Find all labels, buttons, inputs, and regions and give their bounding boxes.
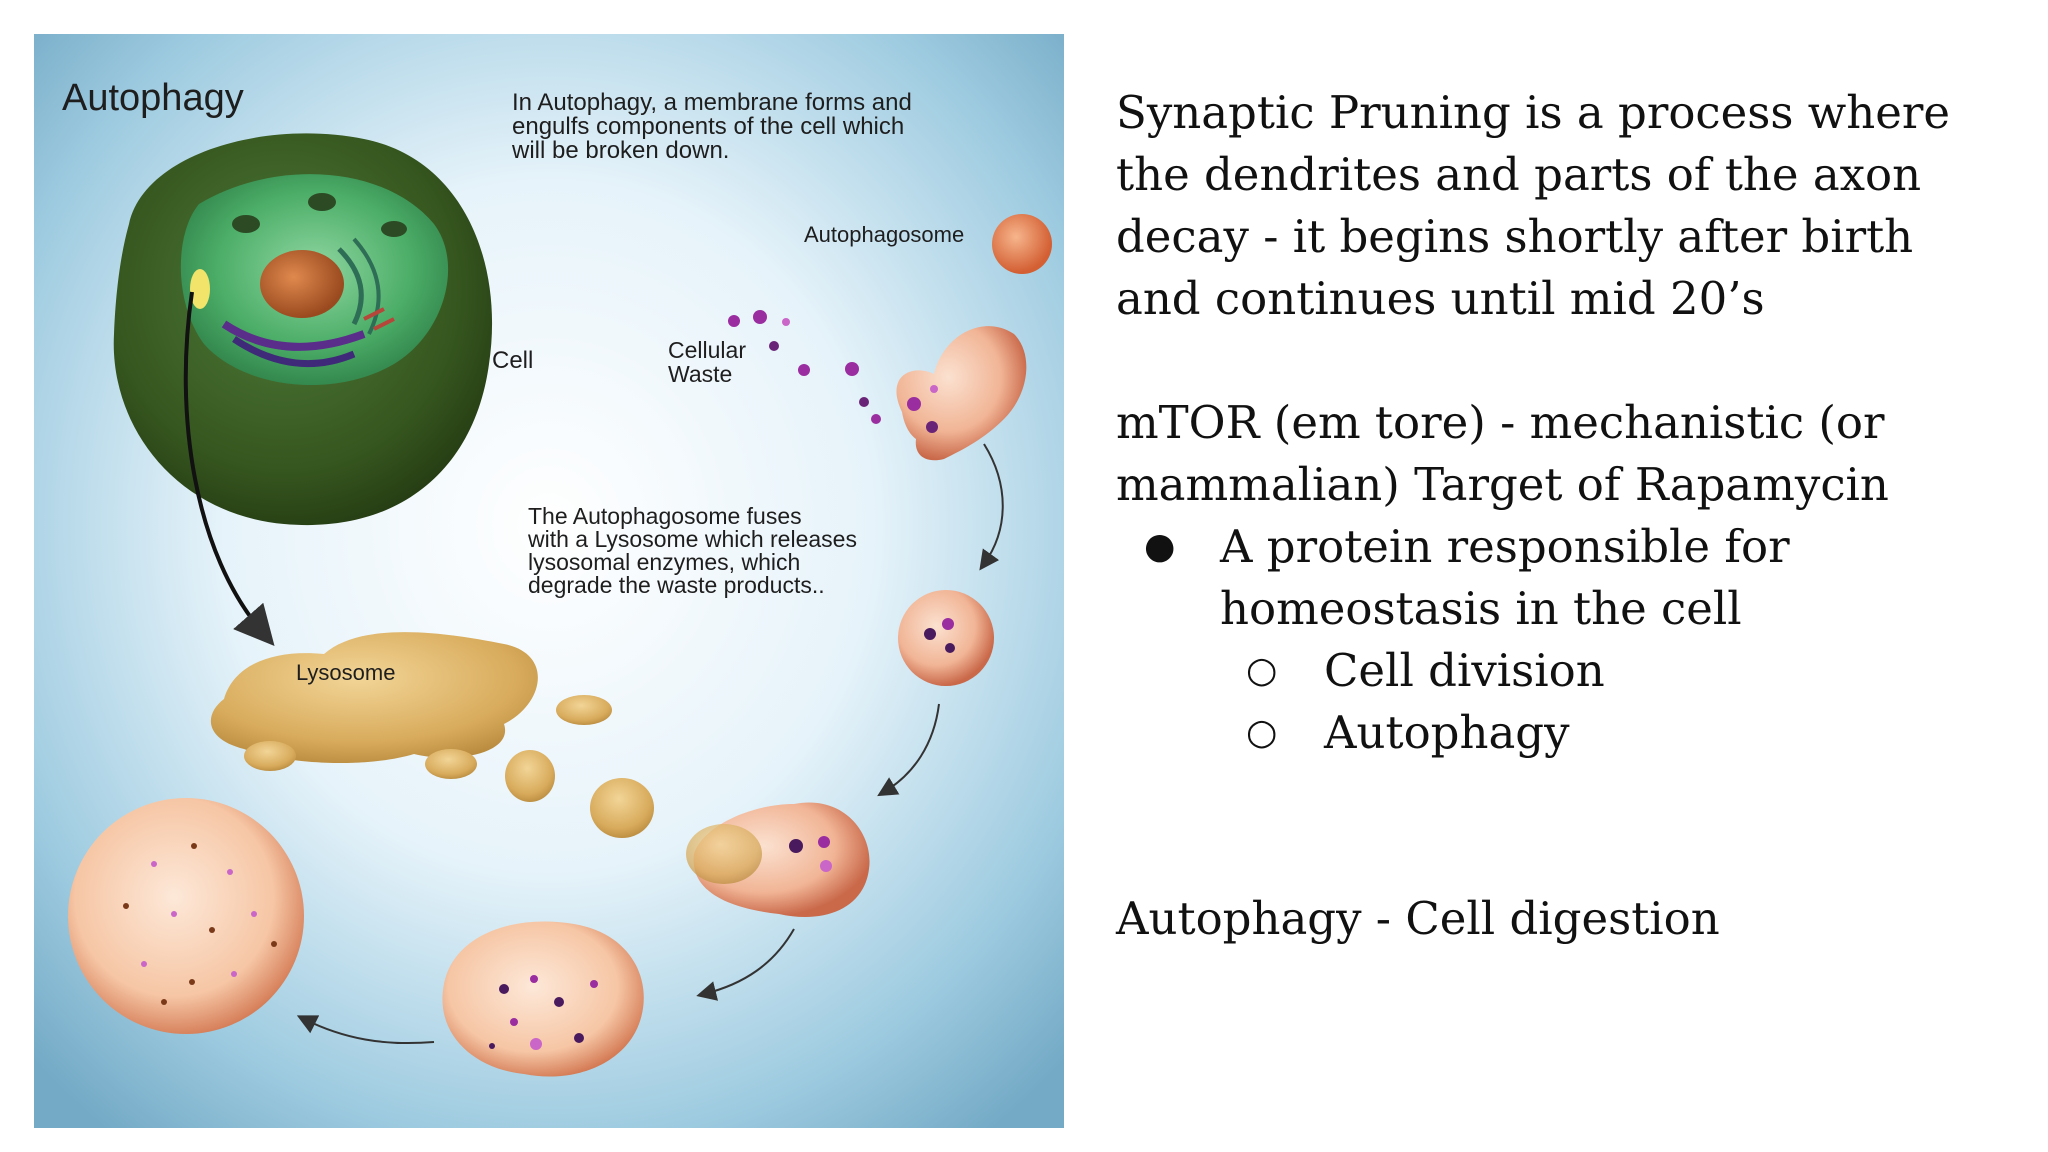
flow-arrow: [979, 443, 1004, 571]
synaptic-pruning-line: decay - it begins shortly after birth: [1116, 210, 1914, 263]
autophagosome-ball: [992, 214, 1052, 274]
residual-particles: [123, 843, 277, 1005]
cellular-waste-dots: [728, 310, 881, 424]
label-cell: Cell: [492, 347, 533, 374]
bullet-line: A protein responsible for: [1220, 520, 1790, 573]
sub-bullet-text: Autophagy: [1324, 706, 1570, 759]
arrow-cell-to-lysosome: [183, 291, 275, 647]
diagram-title: Autophagy: [62, 77, 244, 119]
lysosome-vesicles: [244, 695, 654, 838]
bullet-item: ● A protein responsible for homeostasis …: [1116, 516, 2016, 640]
caption-top-line: In Autophagy, a membrane forms and: [512, 89, 912, 116]
waste-fragments: [489, 975, 598, 1050]
caption-top-line: engulfs components of the cell which: [512, 113, 904, 140]
label-autophagosome: Autophagosome: [804, 222, 964, 247]
synaptic-pruning-line: and continues until mid 20’s: [1116, 272, 1765, 325]
bullet-glyph: ●: [1144, 526, 1176, 567]
flow-arrow: [877, 703, 940, 797]
final-vesicle: [68, 798, 304, 1034]
label-cellular-waste: Cellular Waste: [668, 337, 752, 387]
caption-middle-line: lysosomal enzymes, which: [528, 549, 800, 575]
caption-top-line: will be broken down.: [511, 137, 729, 164]
sub-bullet-item: ○ Autophagy: [1116, 702, 2016, 764]
sub-bullet-glyph: ○: [1246, 712, 1278, 753]
notes-panel: Synaptic Pruning is a process where the …: [1116, 82, 2016, 950]
label-lysosome: Lysosome: [296, 660, 395, 685]
label-cellular-waste-line: Cellular: [668, 337, 746, 363]
autophagy-diagram: Autophagy In Autophagy, a membrane forms…: [34, 34, 1064, 1128]
autophagosome-with-waste: [898, 590, 994, 686]
sub-bullet-glyph: ○: [1246, 650, 1278, 691]
caption-middle-line: with a Lysosome which releases: [527, 526, 857, 552]
mtor-line: mammalian) Target of Rapamycin: [1116, 458, 1889, 511]
bullet-line: homeostasis in the cell: [1220, 582, 1742, 635]
caption-middle-line: degrade the waste products..: [528, 572, 825, 598]
cell-illustration: [113, 133, 493, 526]
synaptic-pruning-line: the dendrites and parts of the axon: [1116, 148, 1922, 201]
synaptic-pruning-line: Synaptic Pruning is a process where: [1116, 86, 1951, 139]
caption-middle-line: The Autophagosome fuses: [528, 503, 802, 529]
mtor-line: mTOR (em tore) - mechanistic (or: [1116, 396, 1885, 449]
sub-bullet-item: ○ Cell division: [1116, 640, 2016, 702]
caption-middle: The Autophagosome fuses with a Lysosome …: [527, 503, 863, 598]
sub-bullet-text: Cell division: [1324, 644, 1605, 697]
flow-arrow: [296, 1015, 435, 1045]
lysosome: [210, 632, 538, 764]
flow-arrow: [696, 928, 795, 1001]
digesting-vesicle: [442, 921, 644, 1077]
label-cellular-waste-line: Waste: [668, 361, 732, 387]
spacer: [1116, 330, 2016, 392]
autophagy-definition: Autophagy - Cell digestion: [1116, 892, 1720, 945]
caption-top: In Autophagy, a membrane forms and engul…: [511, 89, 918, 164]
spacer: [1116, 764, 2016, 888]
